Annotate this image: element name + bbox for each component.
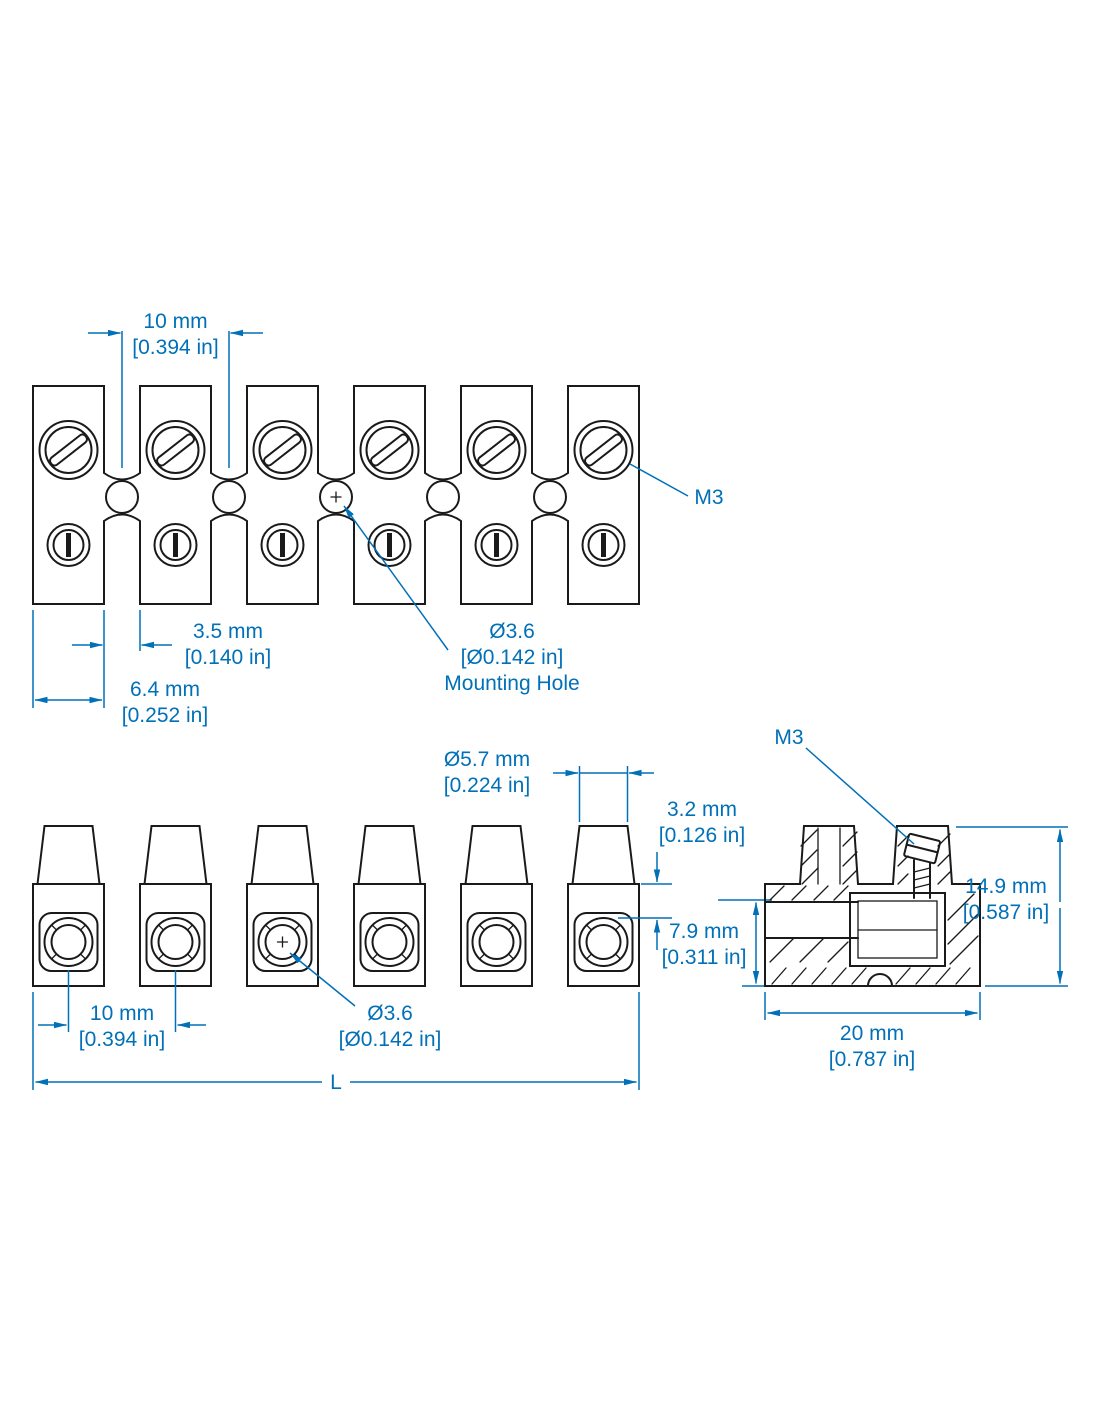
callout-mounting-hole-dia: Ø3.6 <box>489 620 535 643</box>
side-view-dimensions: M3 14.9 mm [0.587 in] 20 mm [0.787 in] <box>764 726 1068 1071</box>
section-screw-head <box>903 832 942 865</box>
bottom-notch <box>866 973 894 987</box>
dim-top-pitch-mm: 10 mm <box>143 310 207 333</box>
callout-front-screw-dia-mm: Ø3.6 <box>367 1002 413 1025</box>
dim-top-pitch: 10 mm [0.394 in] <box>88 310 263 468</box>
dim-side-height-mm: 14.9 mm <box>965 875 1047 898</box>
dim-side-depth: 20 mm [0.787 in] <box>764 992 981 1071</box>
dim-top-gap: 3.5 mm [0.140 in] <box>72 610 271 669</box>
dim-front-wire-entry-inch: [0.224 in] <box>444 774 530 797</box>
dim-front-recess-mm: 3.2 mm <box>667 798 737 821</box>
dim-top-pole-width: 6.4 mm [0.252 in] <box>32 610 208 727</box>
callout-mounting-hole-label: Mounting Hole <box>444 672 579 695</box>
dim-front-pitch-inch: [0.394 in] <box>79 1028 165 1051</box>
dim-wire-height-mm: 7.9 mm <box>669 920 739 943</box>
center-mark <box>330 491 342 503</box>
dim-wire-height-inch: [0.311 in] <box>662 946 747 969</box>
dim-front-wire-entry-mm: Ø5.7 mm <box>444 748 530 771</box>
dim-side-depth-inch: [0.787 in] <box>829 1048 915 1071</box>
front-view-dimensions: Ø5.7 mm [0.224 in] 3.2 mm [0.126 in] 7.9… <box>32 748 772 1094</box>
callout-front-screw-dia: Ø3.6 [Ø0.142 in] <box>289 952 442 1051</box>
callout-side-m3: M3 <box>774 726 915 845</box>
dim-side-height-inch: [0.587 in] <box>963 901 1049 924</box>
callout-top-m3: M3 <box>629 463 724 509</box>
pole-webs <box>103 472 569 522</box>
dim-front-recess: 3.2 mm [0.126 in] <box>618 798 745 950</box>
front-pole-1 <box>32 825 105 987</box>
mounting-holes <box>105 480 567 514</box>
dim-top-gap-inch: [0.140 in] <box>185 646 271 669</box>
front-view-geometry <box>32 825 640 987</box>
dim-front-wire-entry: Ø5.7 mm [0.224 in] <box>444 748 654 822</box>
dim-top-gap-mm: 3.5 mm <box>193 620 263 643</box>
front-pole-3 <box>246 825 319 987</box>
front-pole-6 <box>567 825 640 987</box>
front-pole-4 <box>353 825 426 987</box>
front-pole-5 <box>460 825 533 987</box>
dim-top-pitch-inch: [0.394 in] <box>132 336 218 359</box>
dim-front-pitch: 10 mm [0.394 in] <box>38 970 206 1051</box>
top-view-geometry <box>32 385 640 605</box>
callout-top-m3-label: M3 <box>694 486 723 509</box>
callout-front-screw-dia-inch: [Ø0.142 in] <box>339 1028 442 1051</box>
dim-front-recess-inch: [0.126 in] <box>659 824 745 847</box>
dim-wire-height: 7.9 mm [0.311 in] <box>662 899 772 987</box>
dim-overall-length-label: L <box>330 1071 342 1094</box>
side-view-geometry <box>764 825 981 987</box>
callout-mounting-hole-dia-inch: [Ø0.142 in] <box>461 646 564 669</box>
callout-side-m3-label: M3 <box>774 726 803 749</box>
dim-top-pole-width-mm: 6.4 mm <box>130 678 200 701</box>
front-pole-2 <box>139 825 212 987</box>
dim-overall-length: L <box>32 992 640 1094</box>
top-view-dimensions: 10 mm [0.394 in] M3 3.5 mm [0.140 in] 6.… <box>32 310 724 727</box>
dim-side-depth-mm: 20 mm <box>840 1022 904 1045</box>
callout-mounting-hole: Ø3.6 [Ø0.142 in] Mounting Hole <box>343 505 580 695</box>
dim-front-pitch-mm: 10 mm <box>90 1002 154 1025</box>
dim-top-pole-width-inch: [0.252 in] <box>122 704 208 727</box>
front-center-mark <box>276 936 289 948</box>
section-hatching <box>769 829 979 985</box>
dim-side-height: 14.9 mm [0.587 in] <box>956 826 1068 987</box>
